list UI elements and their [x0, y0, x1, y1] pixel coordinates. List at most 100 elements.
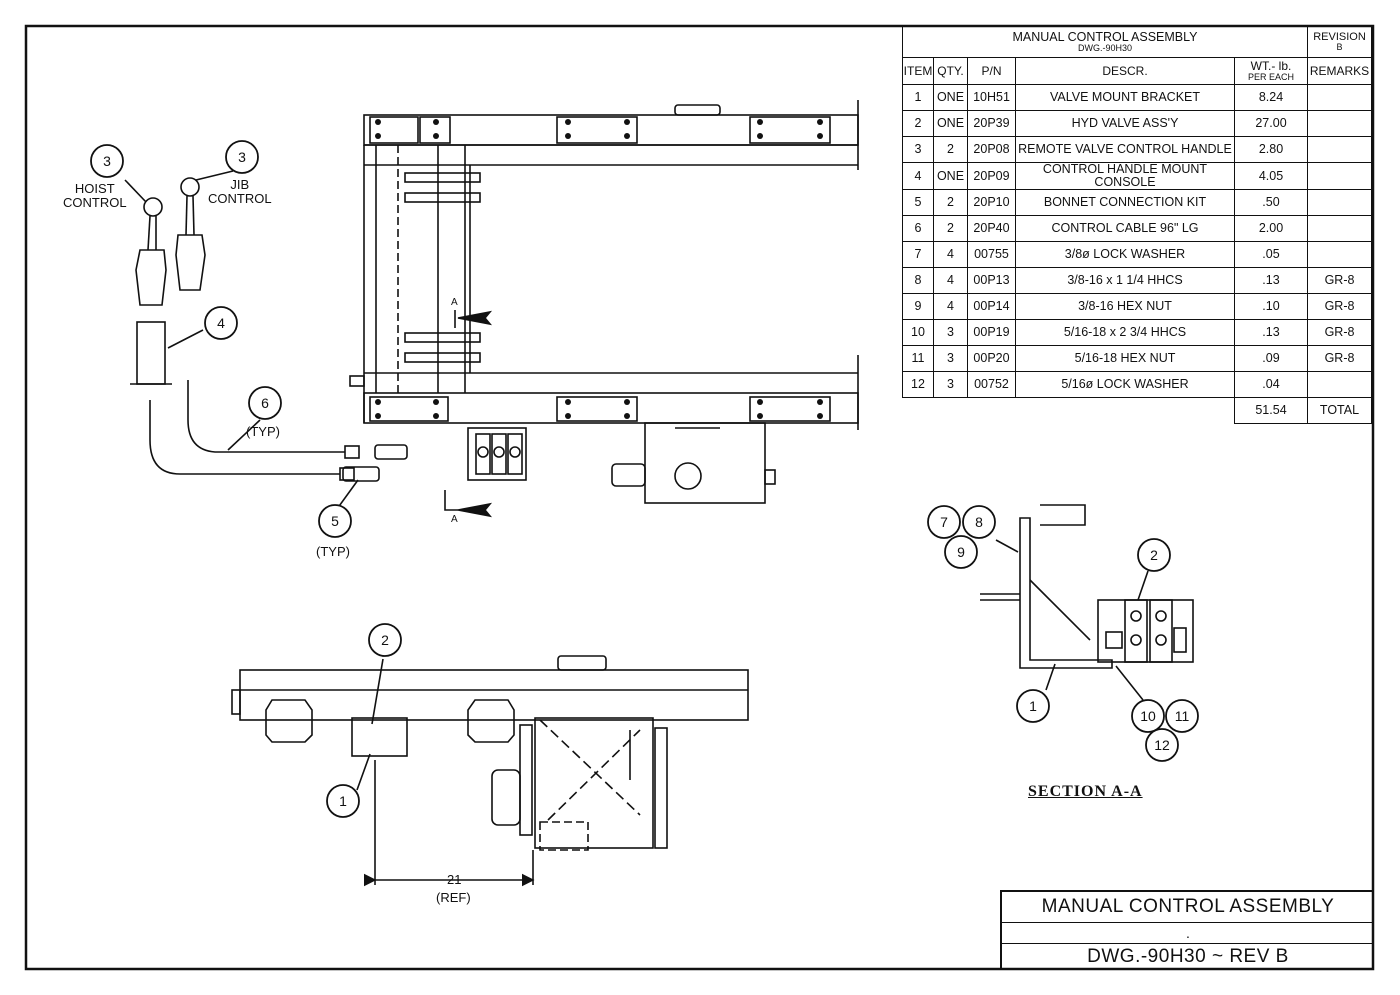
- item-balloon-number: 2: [381, 632, 389, 648]
- table-header-row: ITEM QTY. P/N DESCR. WT.- lb. PER EACH R…: [902, 57, 1372, 85]
- cell-wt: .10: [1234, 293, 1308, 321]
- cell-descr: HYD VALVE ASS'Y: [1015, 110, 1235, 137]
- table-title: MANUAL CONTROL ASSEMBLY DWG.-90H30: [902, 26, 1308, 58]
- cell-remarks: [1307, 110, 1372, 137]
- title-block: MANUAL CONTROL ASSEMBLY . DWG.-90H30 ~ R…: [1000, 890, 1374, 969]
- cell-qty: 4: [933, 293, 968, 321]
- cell-pn: 10H51: [967, 84, 1016, 111]
- col-wt-sub: PER EACH: [1247, 71, 1294, 82]
- cell-descr: 3/8-16 x 1 1/4 HHCS: [1015, 267, 1235, 295]
- total-row: 51.54 TOTAL: [903, 397, 1372, 425]
- col-descr: DESCR.: [1015, 57, 1235, 85]
- dimension-value: 21: [447, 872, 462, 887]
- cell-wt: .13: [1234, 319, 1308, 347]
- cell-remarks: GR-8: [1307, 319, 1372, 347]
- col-qty: QTY.: [933, 57, 968, 85]
- cell-descr: CONTROL CABLE 96" LG: [1015, 215, 1235, 243]
- revision-label: REVISION: [1313, 30, 1366, 43]
- section-mark-bottom: A: [451, 514, 458, 525]
- cell-pn: 20P10: [967, 189, 1016, 217]
- cell-qty: 4: [933, 267, 968, 295]
- total-label: TOTAL: [1307, 397, 1372, 425]
- cell-remarks: [1307, 371, 1372, 399]
- cell-wt: .13: [1234, 267, 1308, 295]
- cell-item: 1: [902, 84, 934, 111]
- section-mark-top: A: [451, 297, 458, 308]
- item-balloon: [204, 306, 238, 340]
- cell-remarks: GR-8: [1307, 293, 1372, 321]
- col-wt: WT.- lb. PER EACH: [1234, 57, 1308, 85]
- cell-wt: 4.05: [1234, 161, 1308, 191]
- item-balloon: [1145, 728, 1179, 762]
- item-balloon-number: 4: [217, 315, 225, 331]
- cell-descr: REMOTE VALVE CONTROL HANDLE: [1015, 136, 1235, 163]
- cell-item: 10: [902, 319, 934, 347]
- control-handles: [130, 177, 408, 482]
- total-spacer: [903, 398, 1235, 424]
- cell-remarks: GR-8: [1307, 267, 1372, 295]
- item-balloon: [326, 784, 360, 818]
- item-balloon: [944, 535, 978, 569]
- cell-pn: 00P13: [967, 267, 1016, 295]
- front-view: [231, 655, 749, 887]
- item-balloon: [1131, 699, 1165, 733]
- cell-wt: 8.24: [1234, 84, 1308, 111]
- section-title: SECTION A-A: [1028, 783, 1143, 800]
- cell-descr: 5/16-18 HEX NUT: [1015, 345, 1235, 373]
- item-balloon-number: 3: [238, 149, 246, 165]
- cell-item: 5: [902, 189, 934, 217]
- cell-pn: 00752: [967, 371, 1016, 399]
- item-balloon-number: 7: [940, 514, 948, 530]
- cell-pn: 00755: [967, 241, 1016, 269]
- revision-value: B: [1336, 42, 1343, 53]
- cell-qty: ONE: [933, 84, 968, 111]
- cell-descr: BONNET CONNECTION KIT: [1015, 189, 1235, 217]
- cell-pn: 20P09: [967, 161, 1016, 191]
- typ-label-5: (TYP): [316, 544, 350, 559]
- cell-qty: ONE: [933, 161, 968, 191]
- cell-pn: 00P14: [967, 293, 1016, 321]
- item-balloon-number: 6: [261, 395, 269, 411]
- cell-wt: 2.80: [1234, 136, 1308, 163]
- cell-remarks: [1307, 215, 1372, 243]
- cell-wt: .05: [1234, 241, 1308, 269]
- cell-remarks: [1307, 136, 1372, 163]
- cell-qty: 4: [933, 241, 968, 269]
- drawing-border: [24, 24, 1375, 971]
- cell-qty: 3: [933, 345, 968, 373]
- item-balloon-number: 11: [1175, 708, 1190, 724]
- frame-bolts: [375, 119, 823, 419]
- cell-descr: CONTROL HANDLE MOUNT CONSOLE: [1015, 161, 1235, 191]
- cell-remarks: [1307, 161, 1372, 191]
- item-balloon-number: 1: [339, 793, 347, 809]
- col-remarks: REMARKS: [1307, 57, 1372, 85]
- cell-pn: 20P08: [967, 136, 1016, 163]
- parts-list-table: MANUAL CONTROL ASSEMBLY DWG.-90H30 REVIS…: [902, 26, 1372, 425]
- table-title-text: MANUAL CONTROL ASSEMBLY: [1012, 29, 1198, 44]
- item-balloon-number: 3: [103, 153, 111, 169]
- cell-item: 9: [902, 293, 934, 321]
- cell-pn: 20P40: [967, 215, 1016, 243]
- item-balloon-number: 10: [1140, 708, 1156, 724]
- cell-remarks: [1307, 189, 1372, 217]
- item-balloon: [927, 505, 961, 539]
- cell-wt: .09: [1234, 345, 1308, 373]
- cell-remarks: GR-8: [1307, 345, 1372, 373]
- cell-wt: 2.00: [1234, 215, 1308, 243]
- item-balloon: [248, 386, 282, 420]
- cell-item: 3: [902, 136, 934, 163]
- title-block-dwg: DWG.-90H30 ~ REV B: [1087, 945, 1289, 967]
- cell-qty: 3: [933, 371, 968, 399]
- section-view: [980, 504, 1194, 669]
- item-balloon-number: 2: [1150, 547, 1158, 563]
